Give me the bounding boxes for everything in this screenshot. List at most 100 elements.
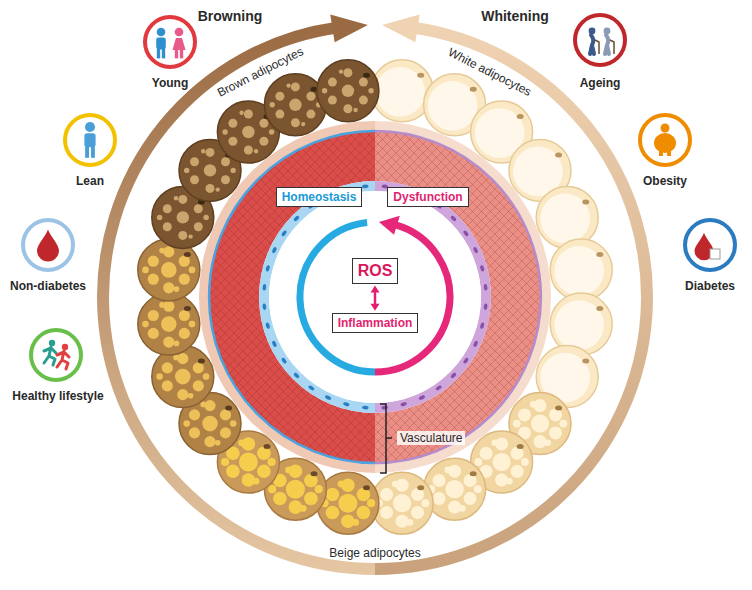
endothelial-nucleus [473,340,479,347]
cell-nucleus [225,406,232,411]
lipid-droplet [174,196,178,200]
lipid-droplet [221,157,230,166]
person-icon [172,38,185,50]
lipid-droplet [353,108,357,112]
lipid-droplet [215,440,221,446]
lipid-droplet [156,373,163,380]
lipid-droplet [231,168,236,173]
box-text: Inflammation [338,316,413,330]
cell-nucleus [596,252,603,257]
lipid-droplet [268,458,276,466]
endothelial-nucleus [343,402,350,407]
person-icon [162,49,165,59]
cell-nucleus [555,152,562,157]
lipid-droplet [201,149,205,153]
lipid-droplet [216,187,220,191]
lipid-droplet [495,474,508,487]
lipid-droplet [342,85,354,97]
inflammation-box: Inflammation [332,313,419,333]
endothelial-nucleus [271,246,277,253]
lipid-droplet [203,373,210,380]
lipid-droplet [407,519,414,526]
lipid-droplet [275,110,284,119]
lipid-droplet [239,453,258,472]
lipid-droplet [459,505,466,512]
obesity-icon [667,149,671,156]
lipid-droplet [148,256,159,267]
lipid-droplet [359,78,368,87]
icon-ring [31,330,81,380]
lipid-droplet [162,362,173,373]
sugar-cube [710,249,720,259]
lipid-droplet [359,96,368,105]
endothelial-nucleus [293,215,300,222]
cell-label: Beige adipocytes [329,546,420,560]
lipid-droplet [204,164,216,176]
lipid-droplet [448,501,461,514]
lipid-droplet [511,465,524,478]
lipid-droplet [269,129,274,134]
lipid-droplet [253,478,260,485]
lipid-droplet [179,274,190,285]
lipid-droplet [220,427,231,438]
lipid-droplet [174,286,180,292]
cell-nucleus [582,199,589,204]
person-icon [85,122,95,132]
lipid-droplet [545,440,552,447]
lipid-droplet [474,485,482,493]
condition-label: Diabetes [685,279,735,293]
lipid-droplet [270,102,275,107]
lipid-droplet [433,492,446,505]
lipid-droplet [367,499,375,507]
lipid-droplet [343,68,352,77]
runner-icon [44,347,56,365]
cell-label: Brown adipocytes [215,45,306,101]
cell-nucleus [470,87,477,92]
lipid-droplet [178,195,187,204]
endothelial-nucleus [418,395,425,401]
lipid-droplet [275,92,284,101]
lipid-droplet [326,506,340,520]
person-icon [91,147,95,158]
box-text: Dysfunction [393,190,462,204]
drawing [23,15,735,569]
state-box: Homeostasis [276,187,363,207]
adipocyte [509,393,571,455]
lipid-droplet [177,211,189,223]
lipid-droplet [422,499,430,507]
lipid-droplet [531,415,549,433]
lipid-droplet [173,355,179,361]
process-label: Whitening [481,8,549,25]
lipid-droplet [357,506,371,520]
lipid-droplet [396,515,409,528]
lipid-droplet [343,104,352,113]
adipocyte [317,60,379,122]
lipid-droplet [306,110,315,119]
obesity-icon [659,149,663,156]
endothelial-nucleus [400,402,407,407]
connector-line [374,292,377,305]
lipid-droplet [179,256,190,267]
browning-arrowhead [330,15,368,43]
runner-icon [62,344,68,350]
lipid-droplet [328,96,337,105]
cell-nucleus [417,485,424,490]
lipid-droplet [159,248,165,254]
cell-nucleus [363,73,370,78]
runner-icon [49,340,55,346]
endothelial-nucleus [463,230,470,237]
lipid-droplet [238,439,245,446]
cell-nucleus [311,471,318,476]
arrowhead [371,286,380,293]
endothelial-nucleus [484,303,488,310]
lipid-droplet [411,506,424,519]
person-icon [156,37,166,49]
lipid-droplet [291,118,300,127]
cell-nucleus [582,359,589,364]
lipid-droplet [534,435,547,448]
lipid-droplet [549,426,562,439]
lipid-droplet [142,267,149,274]
endothelial-nucleus [265,265,270,272]
ros-box: ROS [352,258,399,283]
lipid-droplet [174,341,180,347]
